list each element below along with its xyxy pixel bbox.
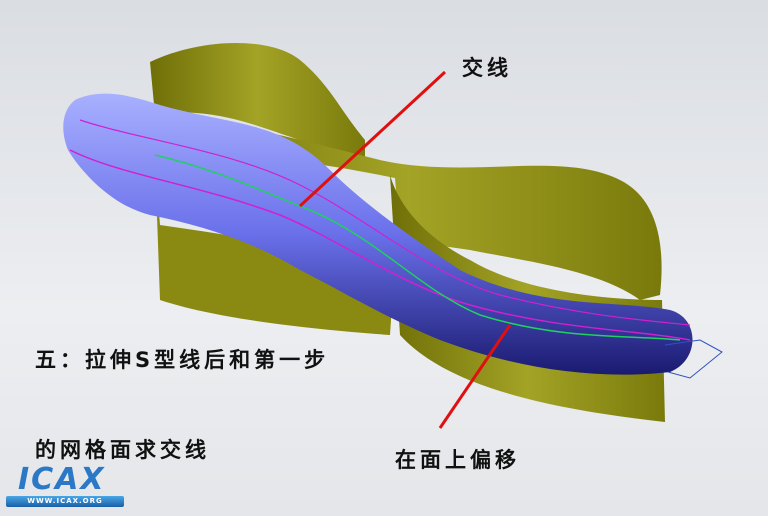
sketch-outline: [664, 339, 723, 379]
logo-name: ICAX: [18, 462, 106, 497]
extruded-surface-back: [150, 42, 365, 165]
callout-line-offset: [438, 324, 512, 429]
extruded-surface-middle: [155, 115, 662, 300]
label-intersection: 交线: [462, 56, 512, 80]
offset-curve: [69, 149, 691, 341]
step-description-line1: 五：拉伸S型线后和第一步: [35, 348, 330, 372]
callout-line-intersection: [298, 70, 447, 208]
label-offset-on-face: 在面上偏移: [395, 448, 520, 472]
s-shaped-tube: [63, 93, 693, 375]
intersection-curve: [154, 154, 681, 341]
step-description-line2: 的网格面求交线: [35, 438, 210, 462]
icax-logo: ICAX WWW.ICAX.ORG: [6, 462, 126, 512]
offset-curve-2: [79, 119, 691, 326]
logo-url: WWW.ICAX.ORG: [6, 496, 124, 507]
